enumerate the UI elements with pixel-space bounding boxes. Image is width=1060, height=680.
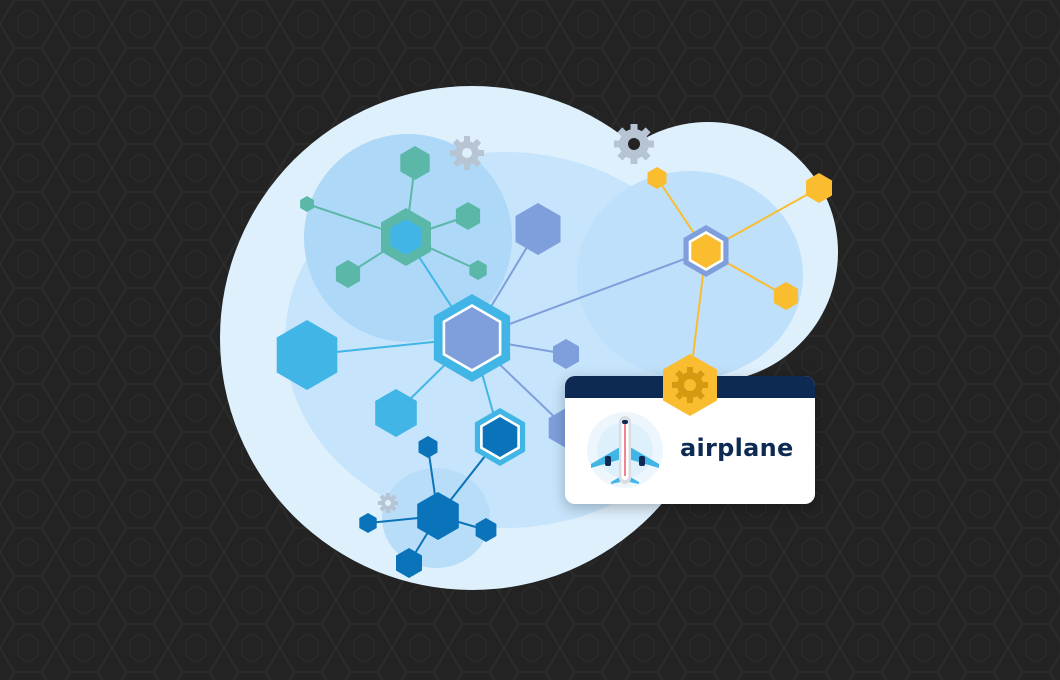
gear-icon (672, 367, 708, 403)
gear-icon (450, 136, 484, 170)
node-yellow (806, 173, 832, 203)
node-teal (455, 202, 481, 230)
node-dark-blue (396, 548, 422, 578)
node-teal (335, 260, 361, 288)
gear-node (663, 354, 717, 416)
node-yellow (773, 282, 799, 310)
node-light-blue (276, 320, 338, 390)
nodes (276, 146, 832, 578)
node-dark-blue (475, 518, 497, 542)
card-label: airplane (680, 434, 794, 462)
node-dark-blue (359, 513, 377, 533)
node-dark-blue (417, 492, 459, 540)
node-yellow (647, 167, 667, 189)
node-teal (400, 146, 430, 180)
hub-node-teal (390, 219, 422, 255)
hub-node-dark-blue (482, 417, 518, 457)
hub-node-center (445, 307, 499, 369)
node-periwinkle (515, 203, 561, 255)
node-periwinkle (553, 339, 579, 369)
airplane-icon (587, 412, 663, 488)
node-teal (300, 196, 314, 212)
node-teal (469, 260, 487, 280)
node-dark-blue (418, 436, 438, 458)
gear-icon (614, 124, 654, 164)
gear-icon (378, 493, 398, 513)
hub-node-yellow (691, 234, 721, 268)
inner-zone-right (577, 171, 803, 379)
node-light-blue (375, 389, 417, 437)
edge (471, 250, 707, 339)
